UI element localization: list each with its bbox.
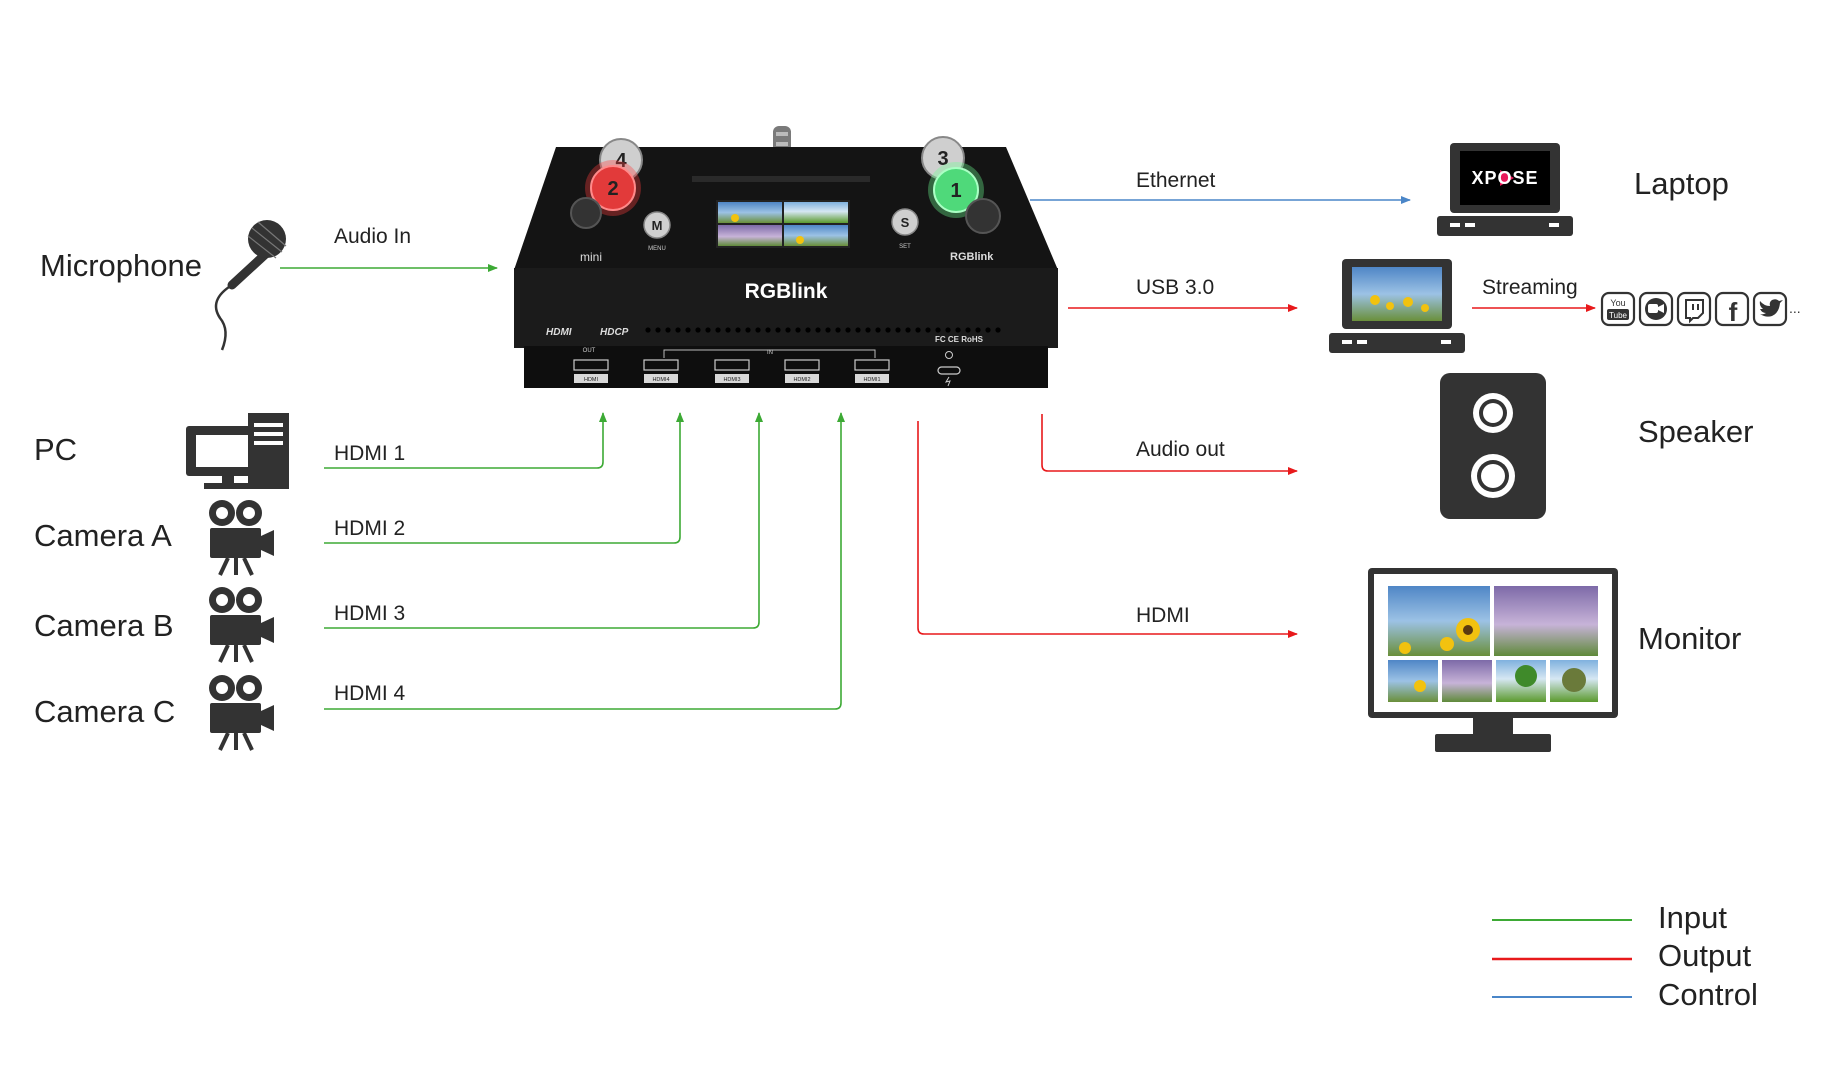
ventilation-grille [645, 327, 1001, 333]
usb-label: USB 3.0 [1136, 276, 1215, 299]
camera-b-icon [209, 587, 274, 663]
switcher-device: 4 3 2 1 M S MENU SET mini RGBlink RGBlin… [514, 126, 1058, 388]
hdmi-2-line [324, 412, 684, 544]
audio-out-line [1041, 414, 1298, 475]
legend-output-label: Output [1658, 938, 1752, 973]
hdmi-4-line [324, 412, 845, 710]
left-knob [570, 197, 602, 229]
button-2 [590, 165, 636, 211]
streaming-platforms: You Tube f ... [1600, 291, 1801, 327]
button-1 [933, 167, 979, 213]
legend [1492, 919, 1632, 998]
button-s-label: S [901, 215, 910, 230]
monitor-icon [1368, 568, 1618, 752]
hdmi-4-label: HDMI 4 [334, 682, 406, 705]
hdmi-3-label: HDMI 3 [334, 602, 406, 625]
ethernet-label: Ethernet [1136, 169, 1216, 192]
input-connections [280, 264, 845, 710]
port-out-label: HDMI [584, 377, 599, 383]
camera-a-label: Camera A [34, 518, 172, 553]
zoom-icon [1638, 291, 1674, 327]
svg-text:f: f [1729, 297, 1738, 327]
twitch-icon [1676, 291, 1712, 327]
hdmi-2-label: HDMI 2 [334, 517, 406, 540]
button-s [891, 208, 919, 236]
more-platforms: ... [1789, 300, 1801, 316]
hdmi-port-in-4: HDMI4 [643, 359, 679, 383]
button-3-label: 3 [937, 148, 948, 170]
in-group-label: IN [767, 350, 773, 356]
youtube-icon: You Tube [1600, 291, 1636, 327]
port-in-label: HDMI4 [652, 377, 669, 383]
output-connections [917, 196, 1596, 638]
button-1-label: 1 [950, 180, 961, 202]
laptop-screen-text: XPOSE [1471, 168, 1538, 188]
microphone-icon [214, 220, 287, 351]
camera-b-label: Camera B [34, 608, 174, 643]
out-group-label: OUT [583, 348, 596, 354]
top-brand-label: RGBlink [950, 251, 994, 263]
preview-screen [716, 200, 850, 248]
set-label: SET [899, 244, 911, 250]
hdmi-logo: HDMI [546, 327, 572, 338]
port-in-label: HDMI1 [863, 377, 880, 383]
hdcp-logo: HDCP [600, 327, 629, 338]
speaker-label: Speaker [1638, 414, 1754, 449]
button-m [643, 211, 671, 239]
pc-label: PC [34, 432, 78, 467]
pc-icon [186, 413, 289, 489]
mini-label: mini [580, 250, 602, 264]
port-in-label: HDMI3 [723, 377, 740, 383]
laptop-icon: XPOSE [1437, 143, 1573, 236]
hdmi-out-line [917, 421, 1298, 638]
device-brand: RGBlink [745, 280, 828, 303]
menu-label: MENU [648, 246, 666, 252]
hdmi-3-line [324, 412, 763, 629]
audio-out-label: Audio out [1136, 438, 1225, 461]
streaming-laptop-icon [1329, 259, 1465, 353]
usb-c-port [937, 351, 961, 387]
audio-in-label: Audio In [334, 225, 412, 248]
microphone-label: Microphone [40, 248, 202, 283]
hdmi-1-label: HDMI 1 [334, 442, 406, 465]
hdmi-out-label: HDMI [1136, 604, 1190, 627]
right-knob [965, 198, 1001, 234]
camera-c-icon [209, 675, 274, 751]
hdmi-port-in-3: HDMI3 [714, 359, 750, 383]
streaming-label: Streaming [1482, 276, 1578, 299]
camera-c-label: Camera C [34, 694, 176, 729]
facebook-icon: f [1714, 291, 1750, 327]
button-m-label: M [652, 218, 663, 233]
hdmi-port-in-2: HDMI2 [784, 359, 820, 383]
hdmi-port-out: HDMI [573, 359, 609, 383]
twitter-icon [1752, 291, 1788, 327]
port-in-label: HDMI2 [793, 377, 810, 383]
hdmi-1-line [324, 412, 607, 469]
legend-control-label: Control [1658, 977, 1758, 1012]
monitor-label: Monitor [1638, 621, 1742, 656]
svg-text:Tube: Tube [1609, 311, 1627, 320]
laptop-label: Laptop [1634, 166, 1729, 201]
legend-input-label: Input [1658, 900, 1727, 935]
svg-text:You: You [1610, 298, 1625, 308]
camera-a-icon [209, 500, 274, 576]
button-2-label: 2 [607, 178, 618, 200]
speaker-icon [1440, 373, 1546, 519]
certification-marks: FC CE RoHS [935, 335, 984, 344]
hdmi-port-in-1: HDMI1 [854, 359, 890, 383]
